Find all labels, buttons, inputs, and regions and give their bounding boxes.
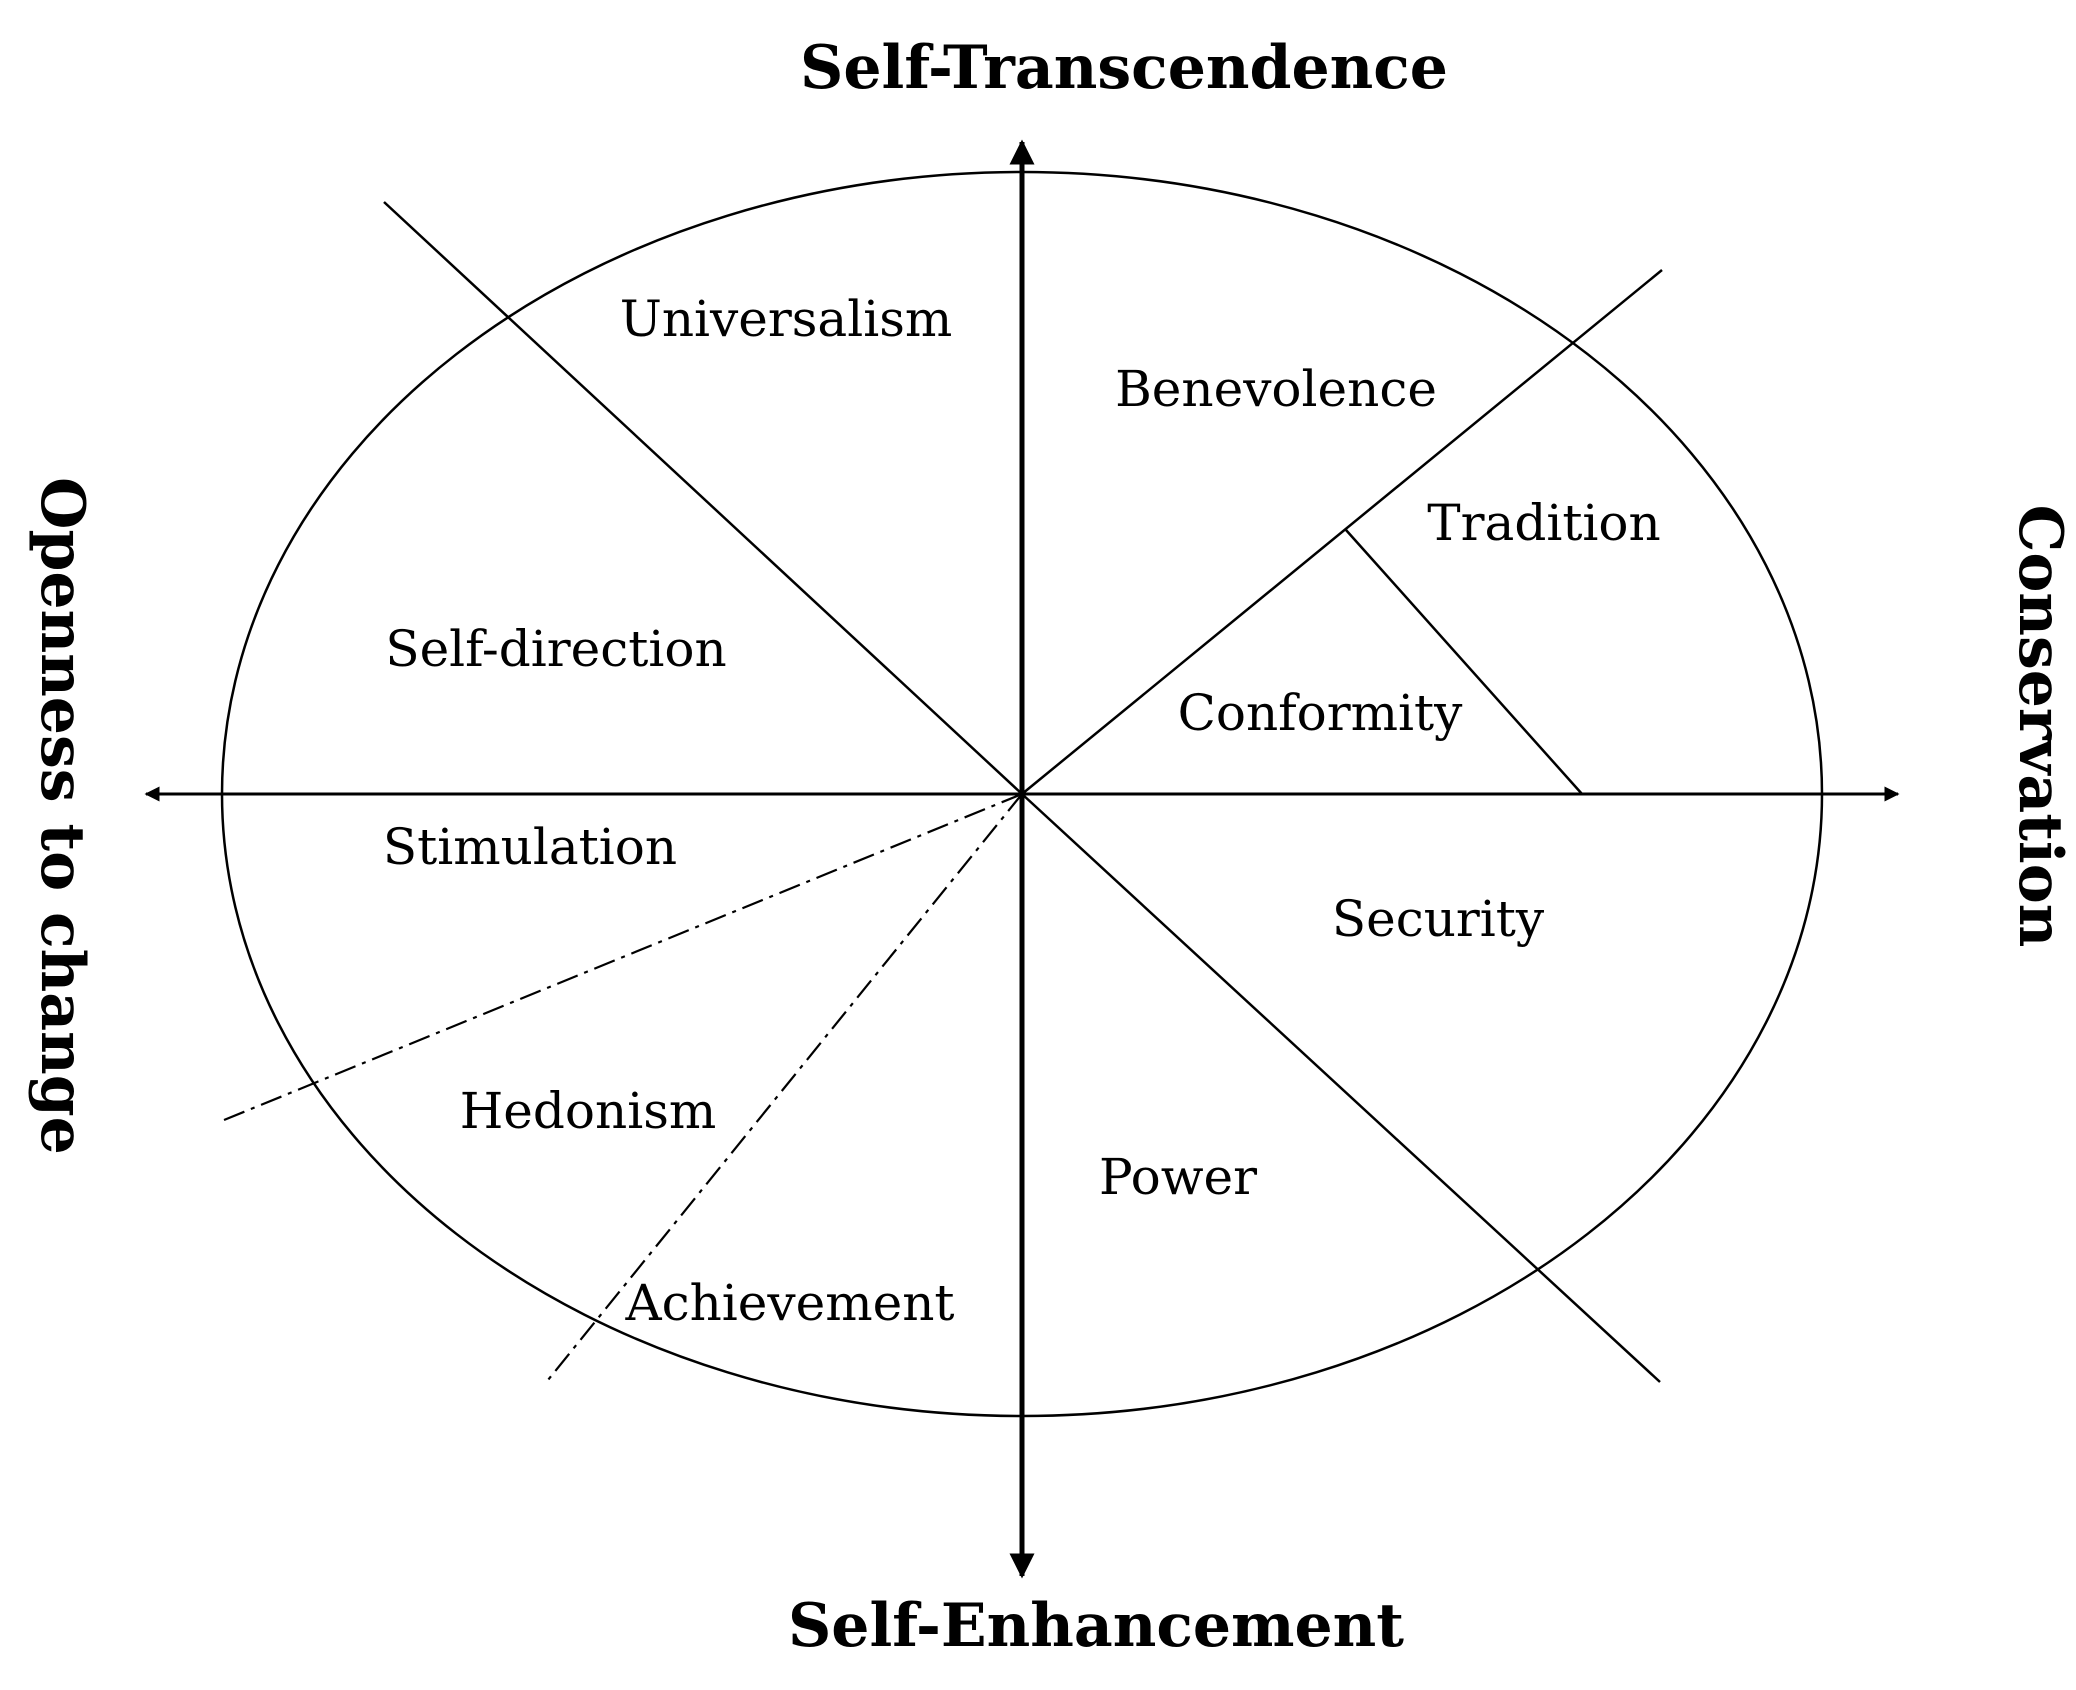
value-label-universalism: Universalism bbox=[620, 290, 953, 348]
value-label-power: Power bbox=[1099, 1148, 1257, 1206]
value-label-benevolence: Benevolence bbox=[1115, 360, 1437, 418]
axis-label-right: Conservation bbox=[2005, 505, 2075, 948]
value-label-tradition: Tradition bbox=[1427, 494, 1660, 552]
value-label-conformity: Conformity bbox=[1178, 684, 1464, 742]
value-label-security: Security bbox=[1332, 890, 1545, 948]
value-label-stimulation: Stimulation bbox=[383, 818, 677, 876]
value-label-self-direction: Self-direction bbox=[385, 620, 726, 678]
separator-universalism-selfdirection bbox=[383, 201, 1023, 795]
separator-benevolence-tradition bbox=[1021, 269, 1663, 795]
value-label-hedonism: Hedonism bbox=[460, 1082, 717, 1140]
axis-label-top: Self-Transcendence bbox=[800, 33, 1448, 103]
separator-stimulation-hedonism bbox=[223, 792, 1023, 1122]
separator-conformity-tradition bbox=[1345, 529, 1583, 795]
axis-label-left: Openness to change bbox=[27, 477, 97, 1155]
separator-security-power bbox=[1021, 793, 1661, 1383]
separator-hedonism-achievement bbox=[547, 793, 1023, 1381]
axis-label-bottom: Self-Enhancement bbox=[788, 1591, 1404, 1661]
value-label-achievement: Achievement bbox=[624, 1274, 954, 1332]
